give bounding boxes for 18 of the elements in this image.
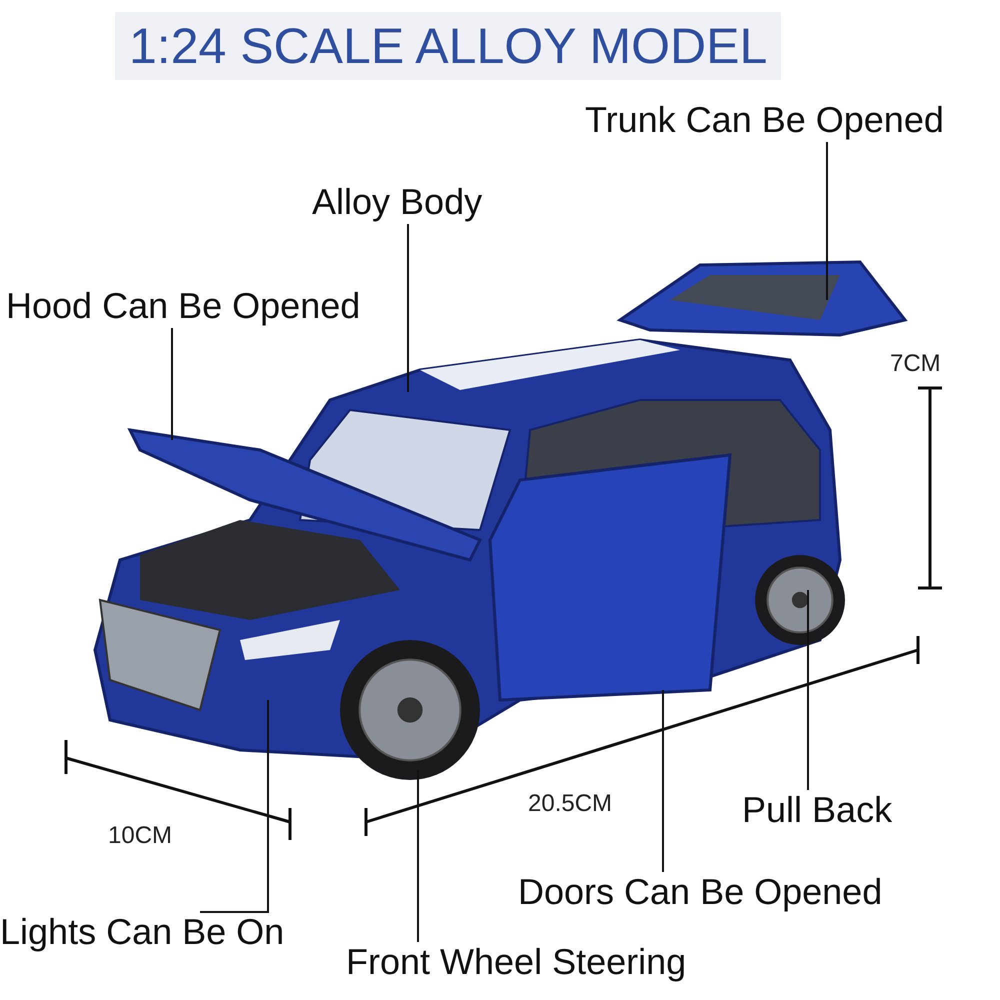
callout-label: Lights Can Be On (0, 912, 284, 952)
callout-label: Alloy Body (312, 182, 482, 222)
leader-line (417, 770, 419, 942)
callout-label: Pull Back (742, 790, 892, 830)
leader-line (662, 690, 664, 872)
leader-line (171, 328, 173, 440)
leader-line (200, 700, 269, 913)
leader-line (807, 590, 809, 790)
leader-line (407, 224, 409, 392)
dimension-label: 20.5CM (528, 790, 612, 818)
callout-label: Doors Can Be Opened (518, 872, 882, 912)
callout-label: Hood Can Be Opened (6, 286, 360, 326)
callout-label: Front Wheel Steering (346, 942, 686, 982)
dimension-label: 7CM (890, 350, 941, 378)
leader-line (826, 142, 828, 300)
dimension-label: 10CM (108, 822, 172, 850)
title: 1:24 SCALE ALLOY MODEL (115, 12, 782, 80)
callout-label: Trunk Can Be Opened (585, 100, 944, 140)
